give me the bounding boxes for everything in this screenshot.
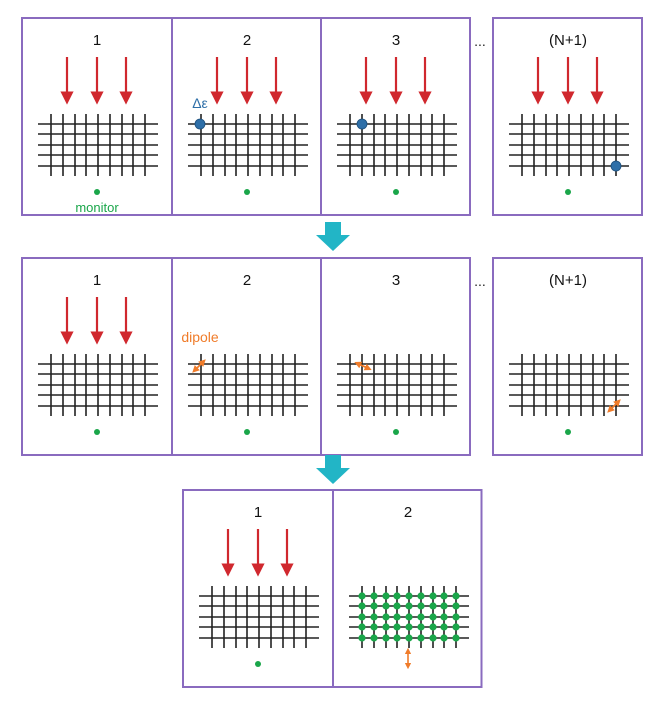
panel-frame	[492, 17, 643, 216]
adjoint-source-dot	[370, 592, 378, 600]
adjoint-source-dot	[429, 623, 437, 631]
adjoint-source-dot	[382, 613, 390, 621]
adjoint-source-dot	[370, 613, 378, 621]
adjoint-source-dot	[370, 602, 378, 610]
adjoint-source-dot	[382, 602, 390, 610]
permittivity-perturbation-dot	[194, 118, 206, 130]
panel-1: 1	[38, 272, 158, 435]
adjoint-source-dot	[358, 613, 366, 621]
adjoint-source-dot	[440, 623, 448, 631]
adjoint-source-dot	[393, 613, 401, 621]
adjoint-source-dot	[405, 602, 413, 610]
panel-frame	[21, 17, 471, 216]
panel-title: 2	[243, 32, 251, 49]
adjoint-source-dot	[429, 634, 437, 642]
ellipsis: ...	[474, 273, 486, 289]
adjoint-source-dot	[417, 634, 425, 642]
adjoint-source-dot	[440, 602, 448, 610]
adjoint-source-dot	[417, 592, 425, 600]
adjoint-source-dot	[370, 634, 378, 642]
adjoint-source-dot	[417, 613, 425, 621]
panel-title: (N+1)	[549, 32, 587, 49]
adjoint-source-dot	[393, 623, 401, 631]
monitor-point	[393, 189, 399, 195]
panel-2: 2Δε	[188, 32, 308, 195]
monitor-point	[565, 189, 571, 195]
adjoint-source-dot	[358, 623, 366, 631]
adjoint-source-dot	[452, 613, 460, 621]
adjoint-source-dot	[417, 623, 425, 631]
panel-1: 1	[199, 504, 319, 667]
panel-title: 2	[404, 504, 412, 521]
panel-1: 1 monitor	[38, 32, 158, 215]
adjoint-source-dot	[440, 634, 448, 642]
adjoint-source-dot	[429, 613, 437, 621]
adjoint-source-dot	[452, 592, 460, 600]
monitor-label: monitor	[75, 200, 119, 215]
dipole-source-icon	[354, 361, 372, 371]
adjoint-source-dot	[440, 592, 448, 600]
adjoint-source-dot	[393, 602, 401, 610]
adjoint-source-dot	[405, 592, 413, 600]
adjoint-source-dot	[382, 592, 390, 600]
adjoint-source-dot	[405, 634, 413, 642]
panel-title: 3	[392, 32, 400, 49]
adjoint-source-dot	[358, 592, 366, 600]
permittivity-perturbation-dot	[610, 160, 622, 172]
dipole-source-icon	[607, 399, 621, 413]
panel-title: 1	[93, 272, 101, 289]
panel-frame	[492, 257, 643, 456]
monitor-point	[565, 429, 571, 435]
panel-title: 1	[254, 504, 262, 521]
adjoint-source-dot	[370, 623, 378, 631]
monitor-point	[255, 661, 261, 667]
adjoint-source-dot	[382, 623, 390, 631]
adjoint-source-dot	[358, 634, 366, 642]
panel-title: 1	[93, 32, 101, 49]
monitor-point	[244, 429, 250, 435]
delta-epsilon-label: Δε	[192, 95, 208, 111]
dipole-label: dipole	[181, 329, 219, 345]
dipole-source-icon	[192, 359, 206, 373]
adjoint-source-dot	[405, 613, 413, 621]
adjoint-source-dot	[440, 613, 448, 621]
monitor-point	[393, 429, 399, 435]
panel-title: 3	[392, 272, 400, 289]
panel-frame	[21, 257, 471, 456]
adjoint-source-dot	[429, 602, 437, 610]
panel-3: 3	[337, 32, 457, 195]
flow-arrow-down-icon	[316, 222, 350, 251]
monitor-point	[244, 189, 250, 195]
adjoint-source-dot	[452, 623, 460, 631]
monitor-point	[94, 429, 100, 435]
ellipsis: ...	[474, 33, 486, 49]
adjoint-source-dot	[429, 592, 437, 600]
adjoint-source-dot	[452, 602, 460, 610]
monitor-point	[94, 189, 100, 195]
panel-2: 2 dipole	[181, 272, 308, 435]
adjoint-source-dot	[417, 602, 425, 610]
adjoint-source-dot	[405, 623, 413, 631]
panel-3: 3	[337, 272, 457, 435]
permittivity-perturbation-dot	[356, 118, 368, 130]
panel-4: (N+1)	[509, 272, 629, 435]
panel-title: (N+1)	[549, 272, 587, 289]
panel-title: 2	[243, 272, 251, 289]
adjoint-source-dot	[393, 634, 401, 642]
adjoint-source-dot	[382, 634, 390, 642]
panel-2: 2	[349, 504, 469, 670]
panel-4: (N+1)	[509, 32, 629, 195]
flow-arrow-down-icon	[316, 455, 350, 484]
adjoint-source-dot	[452, 634, 460, 642]
adjoint-source-dot	[393, 592, 401, 600]
adjoint-source-dot	[358, 602, 366, 610]
